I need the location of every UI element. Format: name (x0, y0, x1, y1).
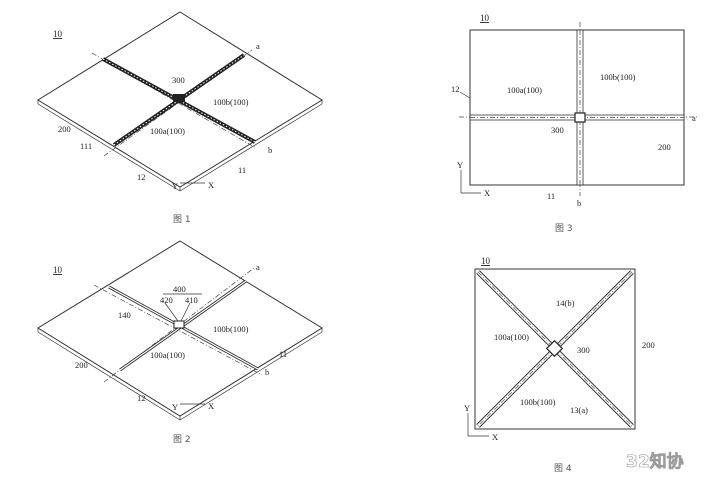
fig4-number: 10 (481, 256, 491, 266)
fig4-label-300: 300 (577, 345, 590, 355)
fig2-axis-b (93, 284, 263, 376)
fig3-label-300: 300 (551, 125, 564, 135)
fig2-label-200: 200 (75, 360, 88, 370)
fig4-axis-x: X (492, 432, 498, 442)
fig1-label-300: 300 (172, 75, 185, 85)
fig2-label-400: 400 (173, 284, 186, 294)
fig1-label-b: b (268, 145, 272, 155)
fig3-number: 10 (480, 13, 490, 23)
fig3-label-a: a (692, 113, 696, 123)
fig2-axis-x: X (208, 401, 214, 411)
fig3-label-200: 200 (658, 142, 671, 152)
fig2-label-12: 12 (137, 393, 146, 403)
figure-3: 10 12 100a(100) 100b(100) 300 200 11 a b… (451, 13, 697, 234)
fig2-caption: 图 2 (173, 434, 191, 445)
fig3-label-12: 12 (451, 84, 460, 94)
fig1-node-300 (173, 94, 185, 102)
fig2-number: 10 (53, 265, 63, 275)
fig3-label-100b: 100b(100) (600, 72, 636, 82)
fig4-label-100b: 100b(100) (520, 397, 556, 407)
fig2-axis-y: Y (172, 402, 178, 412)
fig2-label-b: b (265, 367, 269, 377)
fig4-node-300 (545, 339, 564, 358)
watermark-text: 32知协 (626, 451, 684, 472)
fig4-axis-y: Y (464, 403, 470, 413)
fig2-label-100b: 100b(100) (213, 324, 249, 334)
fig2-label-420: 420 (160, 295, 173, 305)
fig2-label-a: a (256, 262, 260, 272)
fig1-label-a: a (256, 41, 260, 51)
fig2-node-400 (173, 320, 185, 329)
fig3-label-11: 11 (547, 191, 555, 201)
fig2-label-11: 11 (279, 349, 287, 359)
fig4-label-14b: 14(b) (556, 298, 575, 308)
fig1-axis-x: X (208, 180, 214, 190)
figure-2: 10 a b 400 420 410 140 100b(100) 100a(10… (37, 240, 323, 445)
fig1-caption: 图 1 (173, 214, 191, 225)
fig1-label-12: 12 (137, 172, 146, 182)
fig3-node-300 (574, 112, 586, 123)
fig4-label-200: 200 (642, 340, 655, 350)
fig1-label-11: 11 (238, 165, 246, 175)
fig3-caption: 图 3 (555, 223, 573, 234)
fig4-label-100a: 100a(100) (494, 332, 529, 342)
fig3-axis-y: Y (457, 160, 463, 170)
fig2-label-410: 410 (185, 295, 198, 305)
fig4-label-13a: 13(a) (570, 405, 588, 415)
fig3-axis-x: X (484, 188, 490, 198)
figure-4: 10 14(b) 100a(100) 300 200 100b(100) 13(… (464, 256, 655, 474)
fig1-label-111: 111 (80, 141, 92, 151)
fig3-label-100a: 100a(100) (507, 85, 542, 95)
fig1-label-100a: 100a(100) (150, 126, 185, 136)
fig1-number: 10 (53, 29, 63, 39)
fig1-axis-y: Y (172, 181, 178, 191)
fig1-label-100b: 100b(100) (213, 97, 249, 107)
fig1-label-200: 200 (58, 124, 71, 134)
figure-1: 10 a b 300 100b(100) 100a(100) 200 111 1… (37, 11, 323, 225)
fig2-label-100a: 100a(100) (150, 350, 185, 360)
fig2-label-140: 140 (118, 310, 131, 320)
fig4-caption: 图 4 (554, 463, 572, 474)
fig3-label-b: b (577, 198, 581, 208)
